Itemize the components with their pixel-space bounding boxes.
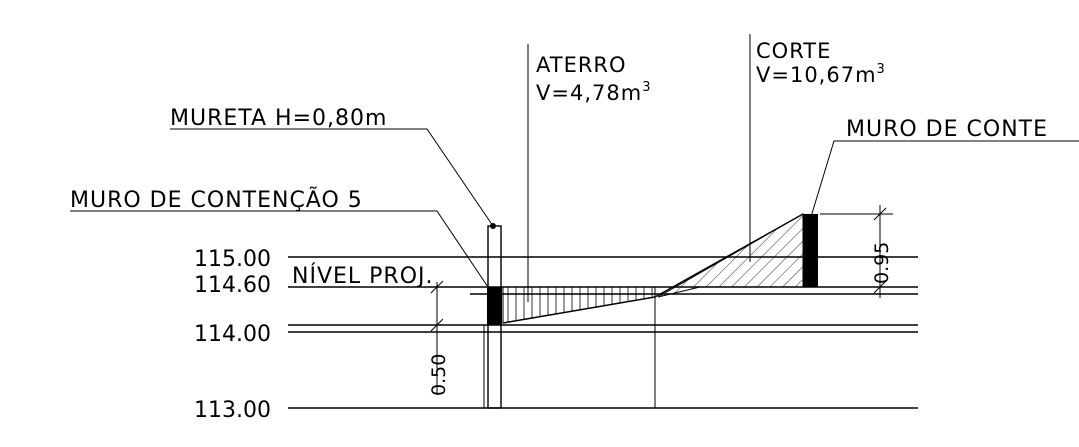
aterro-title: ATERRO [536, 53, 627, 77]
level-label-115-00: 115.00 [194, 247, 271, 272]
corte-value-exp: 3 [877, 62, 886, 77]
corte-value: V=10,67m3 [756, 62, 886, 87]
aterro-value-exp: 3 [642, 80, 651, 95]
corte-title: CORTE [756, 39, 831, 63]
aterro-hatch-area [502, 286, 656, 324]
muro-left-label: MURO DE CONTENÇÃO 5 [70, 186, 363, 213]
dim-right-label: 0.95 [871, 242, 893, 284]
muro-left-leader [70, 210, 495, 297]
muro-right-label: MURO DE CONTE [846, 117, 1048, 142]
muro-right-wall [803, 214, 818, 287]
dim-left-label: 0.50 [428, 354, 450, 396]
mureta-label: MURETA H=0,80m [170, 106, 387, 131]
dim-left-tick-bottom [430, 318, 444, 332]
dim-left-tick-top [430, 280, 444, 294]
aterro-value: V=4,78m3 [536, 80, 651, 105]
nivel-proj-label: NÍVEL PROJ. [292, 263, 434, 289]
terrain-profile [502, 296, 656, 324]
muro-left-wall [487, 287, 502, 325]
level-label-114-00: 114.00 [194, 322, 271, 347]
dim-right-tick-top [873, 207, 887, 221]
terrain-profile-slope [654, 213, 804, 298]
level-label-114-60: 114.60 [194, 273, 271, 298]
mureta-leader [170, 128, 494, 227]
level-label-113-00: 113.00 [194, 398, 271, 423]
aterro-value-number: V=4,78m [536, 81, 642, 105]
dim-right-tick-bottom [873, 280, 887, 294]
muro-right-leader [809, 140, 1079, 221]
corte-value-number: V=10,67m [756, 63, 877, 87]
